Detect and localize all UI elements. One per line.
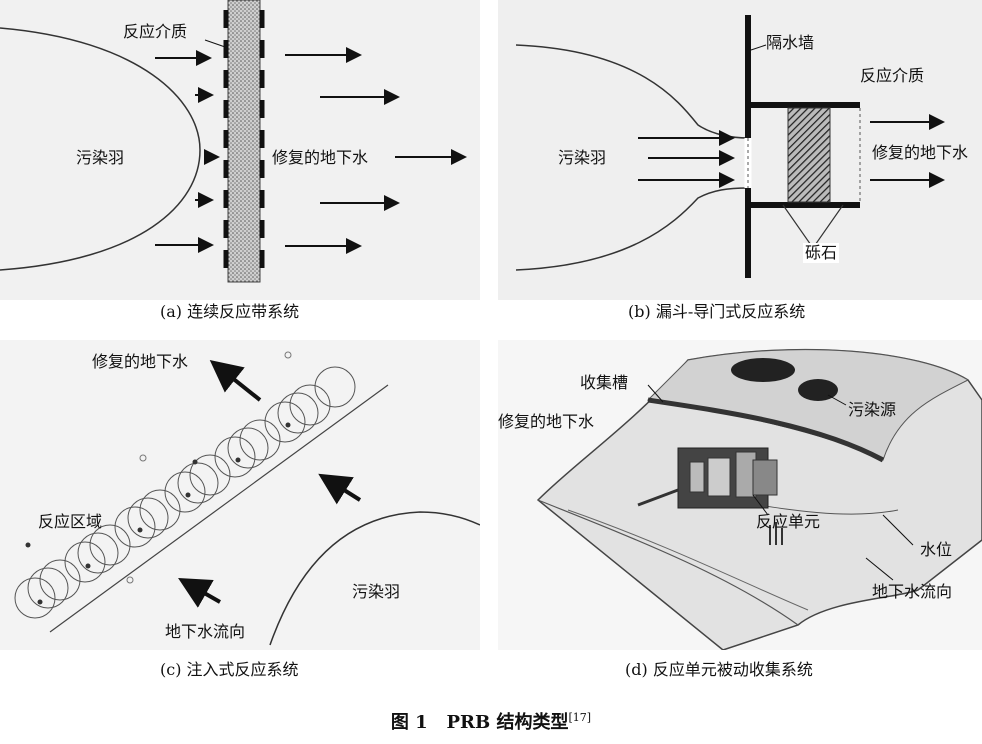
panel-passive-collection: 收集槽 修复的地下水 污染源 反应单元 水位 地下水流向 [498,340,982,650]
label-remediated-water-b: 修复的地下水 [872,143,969,162]
diagram-d [536,348,982,650]
label-collection-trench: 收集槽 [580,373,629,392]
reactive-barrier [227,0,261,283]
figure-title-text: PRB 结构类型 [446,712,569,733]
label-reactive-medium: 反应介质 [123,22,188,41]
label-flow-direction-c: 地下水流向 [165,622,246,641]
flow-arrows [155,47,467,254]
label-remediated-water-d: 修复的地下水 [498,412,595,431]
plume-boundary [0,27,201,271]
panel-funnel-and-gate: 隔水墙 反应介质 污染羽 修复的地下水 砾石 [498,0,982,300]
medium-pointer [204,39,229,49]
plants [769,522,783,545]
collection-trench [647,397,885,463]
zone-boundary [49,384,389,633]
label-contaminant-source: 污染源 [848,400,897,419]
figure-label: 图 1 [390,712,428,733]
caption-b: (b) 漏斗-导门式反应系统 [628,302,806,321]
label-gravel: 砾石 [803,243,840,263]
small-markers [126,351,292,584]
label-plume-b: 污染羽 [558,148,607,167]
panel-continuous-reactive-barrier: 反应介质 污染羽 修复的地下水 [0,0,480,300]
injection-circles [14,366,356,619]
panel-injection-system: 修复的地下水 反应区域 污染羽 地下水流向 [0,340,480,650]
gate-medium [787,107,831,203]
label-plume-c: 污染羽 [352,582,401,601]
flow-arrows-b [638,114,945,188]
gravel-pointer [782,204,844,250]
pipe [637,488,679,507]
label-plume: 污染羽 [76,148,125,167]
ground-layer [537,499,799,626]
label-reactor-unit: 反应单元 [756,512,821,531]
flow-arrows-c [178,360,362,608]
figure-title: 图 1 PRB 结构类型[17] [0,708,982,734]
barrier-dashes [223,10,265,268]
label-remediated-water-c: 修复的地下水 [92,352,189,371]
caption-d: (d) 反应单元被动收集系统 [625,660,813,679]
injection-wells [25,422,291,605]
diagram-c [14,351,480,646]
label-reactive-zone: 反应区域 [38,512,103,531]
diagram-b [515,15,945,278]
figure-reference: [17] [568,711,592,724]
caption-c: (c) 注入式反应系统 [160,660,299,679]
diagram-a [0,0,467,283]
reactor-unit [677,447,778,509]
label-water-level: 水位 [920,540,953,559]
label-barrier-wall: 隔水墙 [766,33,815,52]
label-reactive-medium-b: 反应介质 [860,66,925,85]
label-flow-direction-d: 地下水流向 [872,582,953,601]
plume-boundary-c [269,511,480,646]
caption-a: (a) 连续反应带系统 [160,302,300,321]
label-remediated-water: 修复的地下水 [272,148,369,167]
